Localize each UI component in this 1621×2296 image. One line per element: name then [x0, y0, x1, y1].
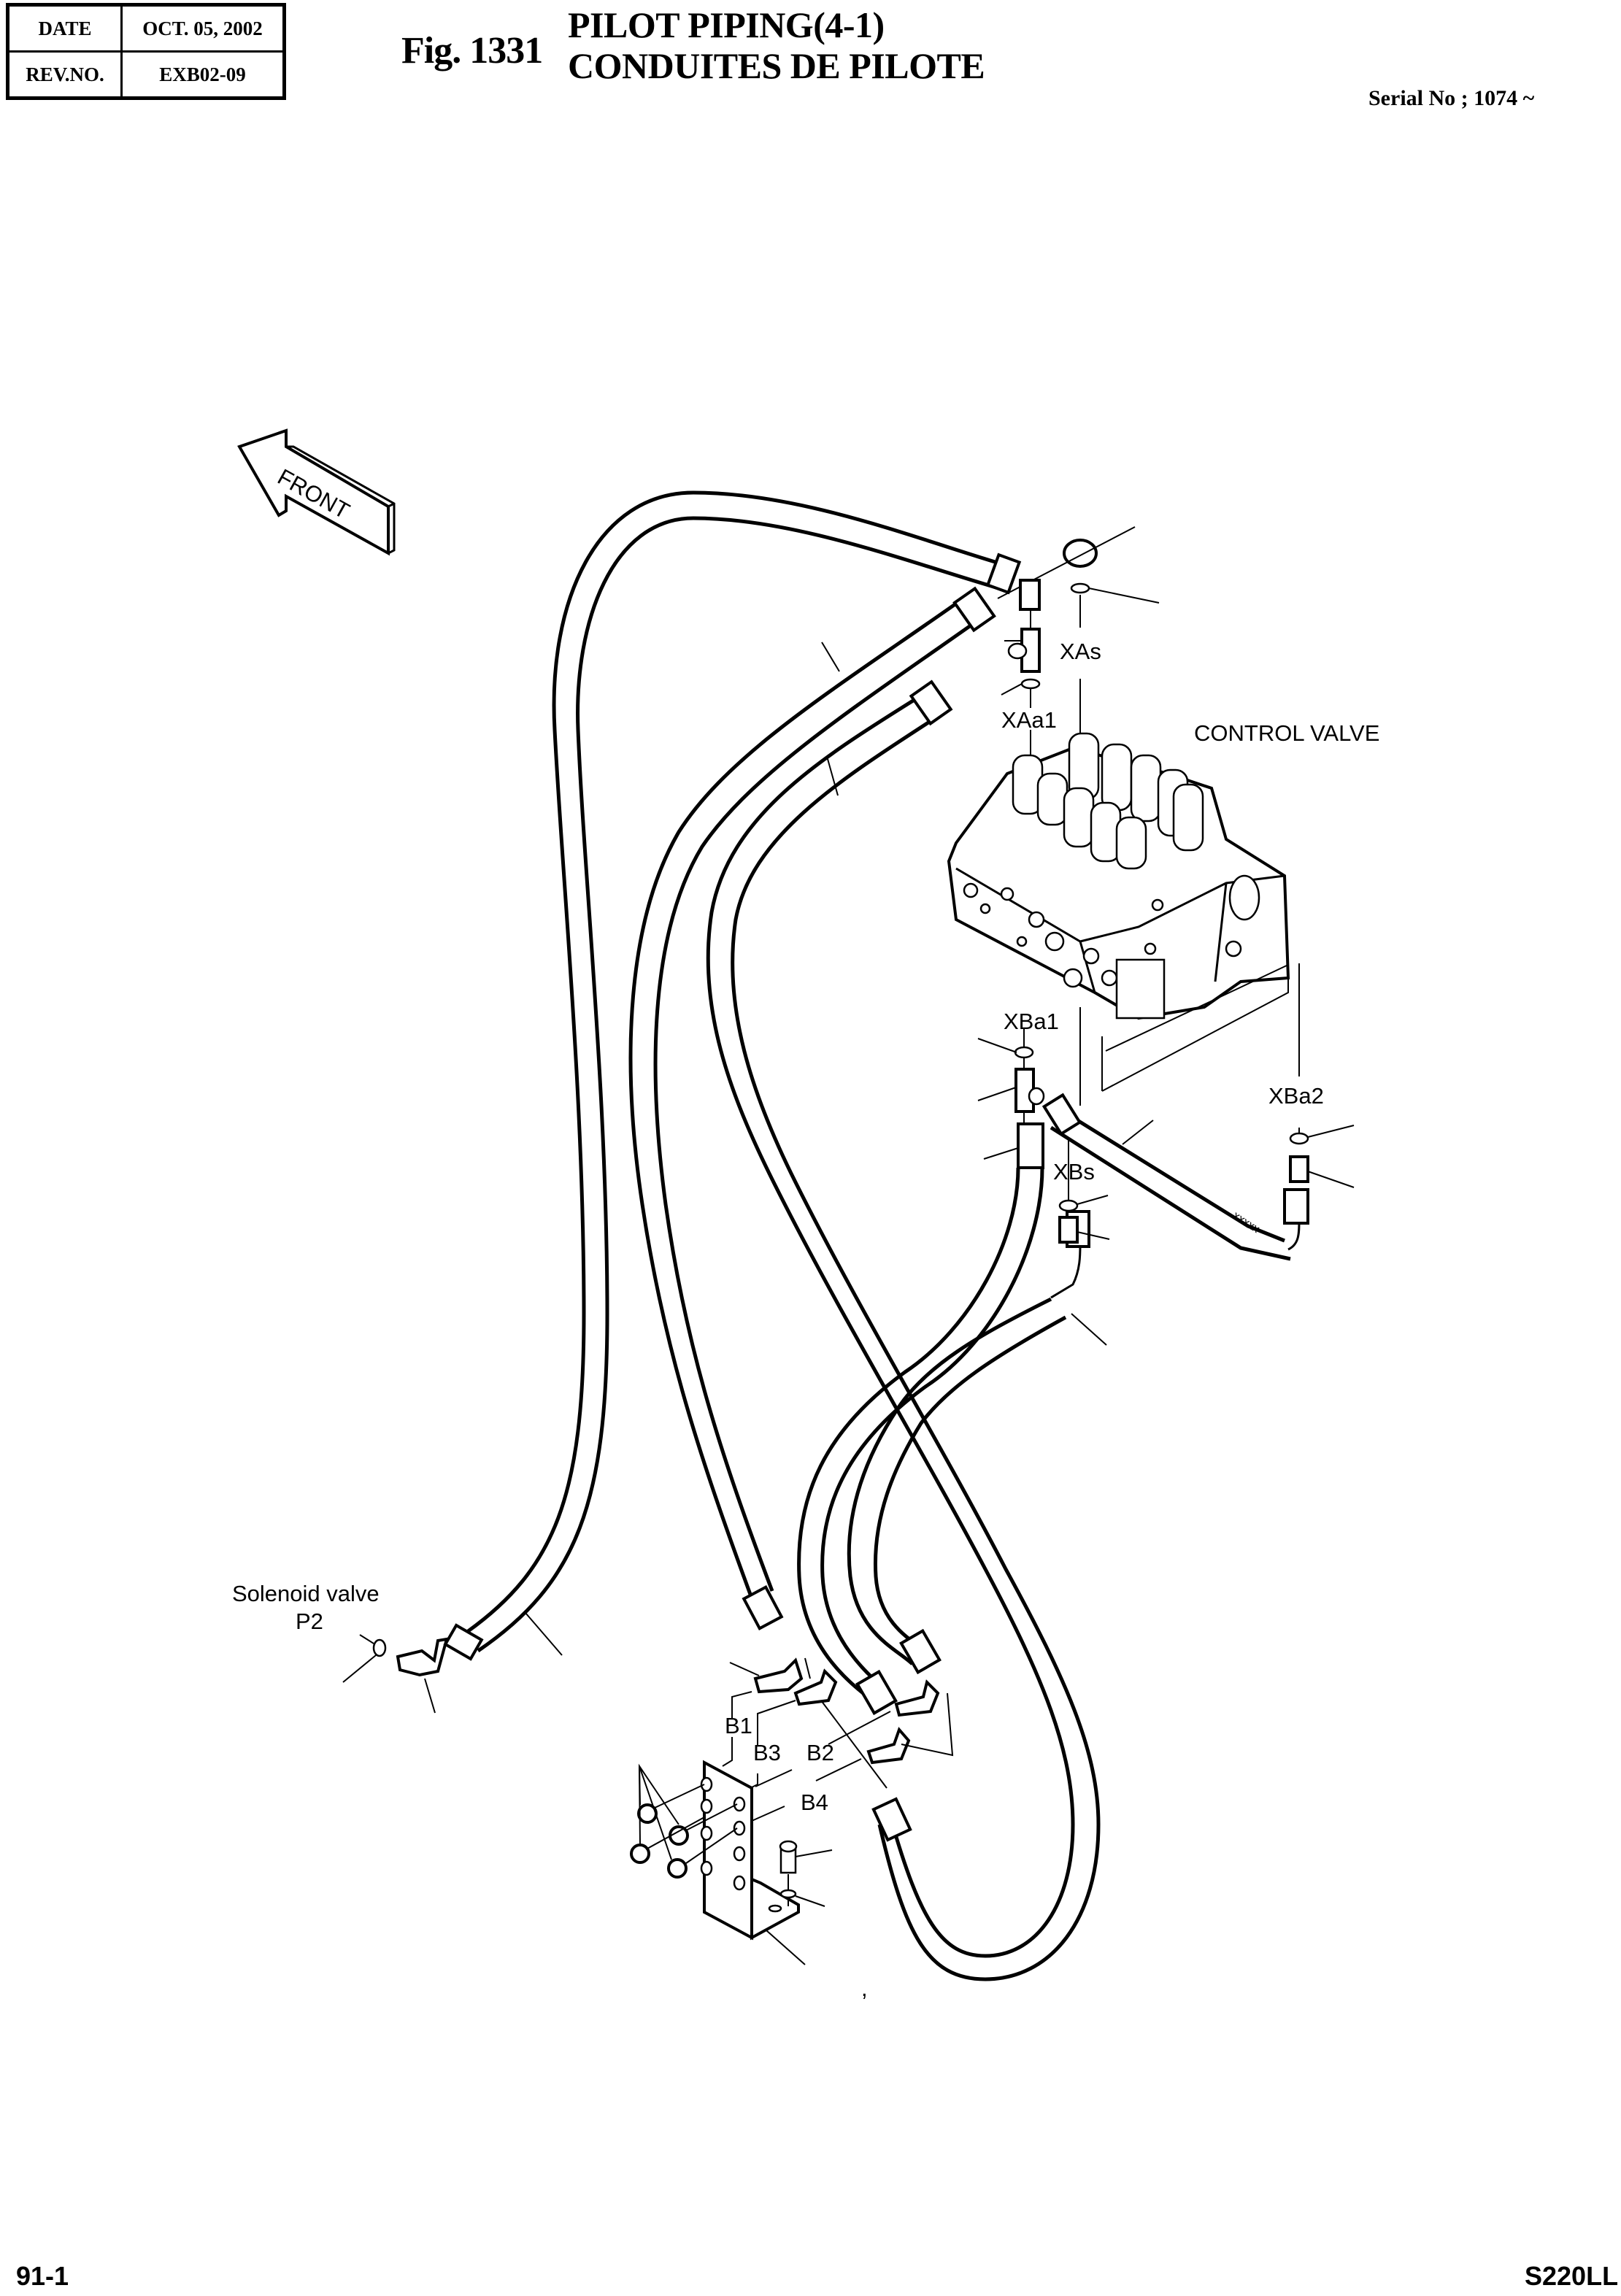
- svg-text:xxxxx: xxxxx: [1231, 1209, 1262, 1236]
- b-port-leader-lines: [722, 1691, 891, 1822]
- revision-table: DATE OCT. 05, 2002 REV.NO. EXB02-09: [6, 3, 286, 100]
- xba1-tee-fitting: [977, 1029, 1045, 1160]
- label-xbs: XBs: [1053, 1159, 1095, 1184]
- date-value: OCT. 05, 2002: [120, 4, 285, 53]
- hose-xaa1-to-b1: [628, 586, 996, 1630]
- rev-value: EXB02-09: [120, 50, 285, 99]
- page-number: 91-1: [16, 2261, 69, 2291]
- xas-elbow-fitting: [997, 526, 1160, 737]
- title-french: CONDUITES DE PILOTE: [568, 45, 985, 86]
- label-xas: XAs: [1060, 639, 1101, 664]
- solenoid-p2-elbow: [342, 1623, 484, 1714]
- figure-title: PILOT PIPING(4-1) CONDUITES DE PILOTE: [568, 4, 985, 86]
- model-code: S220LL: [1525, 2261, 1619, 2291]
- date-label: DATE: [7, 4, 123, 53]
- figure-number: Fig. 1331: [401, 30, 543, 72]
- serial-number: Serial No ; 1074 ~: [1368, 86, 1535, 110]
- hose-xba1-to-b3: [797, 1122, 1044, 1716]
- b-port-elbows: [729, 1657, 954, 1789]
- leader-bracket-xba2: [1079, 963, 1300, 1106]
- label-b2: B2: [806, 1740, 834, 1765]
- hose-xaa1-side-to-b4: [706, 679, 1101, 1981]
- nuts: [630, 1763, 738, 1879]
- label-b3: B3: [753, 1740, 781, 1765]
- label-xaa1: XAa1: [1001, 707, 1057, 733]
- xaa1-tee-fitting: [1001, 579, 1041, 759]
- label-b1: B1: [725, 1713, 752, 1738]
- hose-xbs-to-b2: [847, 1210, 1090, 1675]
- rev-label: REV.NO.: [7, 50, 123, 99]
- xba2-adapter-fitting: [1289, 1125, 1355, 1188]
- xbs-adapter-fitting: [1058, 1139, 1110, 1244]
- label-p2: P2: [296, 1609, 323, 1634]
- label-xba2: XBa2: [1268, 1083, 1324, 1109]
- front-arrow-icon: FRONT: [237, 428, 396, 556]
- label-b4: B4: [801, 1790, 828, 1815]
- stray-mark: ,: [861, 1976, 868, 2001]
- hose-leader-lines: [525, 642, 1154, 1656]
- hose-solenoid-to-xas: [466, 490, 1022, 1653]
- mounting-bracket: [700, 1760, 806, 1965]
- bolt-and-washer: [779, 1840, 833, 1907]
- label-xba1: XBa1: [1004, 1009, 1059, 1034]
- control-valve-body: [947, 732, 1290, 1020]
- title-english: PILOT PIPING(4-1): [568, 4, 885, 45]
- label-control-valve: CONTROL VALVE: [1194, 720, 1379, 746]
- label-solenoid-valve: Solenoid valve: [232, 1581, 380, 1606]
